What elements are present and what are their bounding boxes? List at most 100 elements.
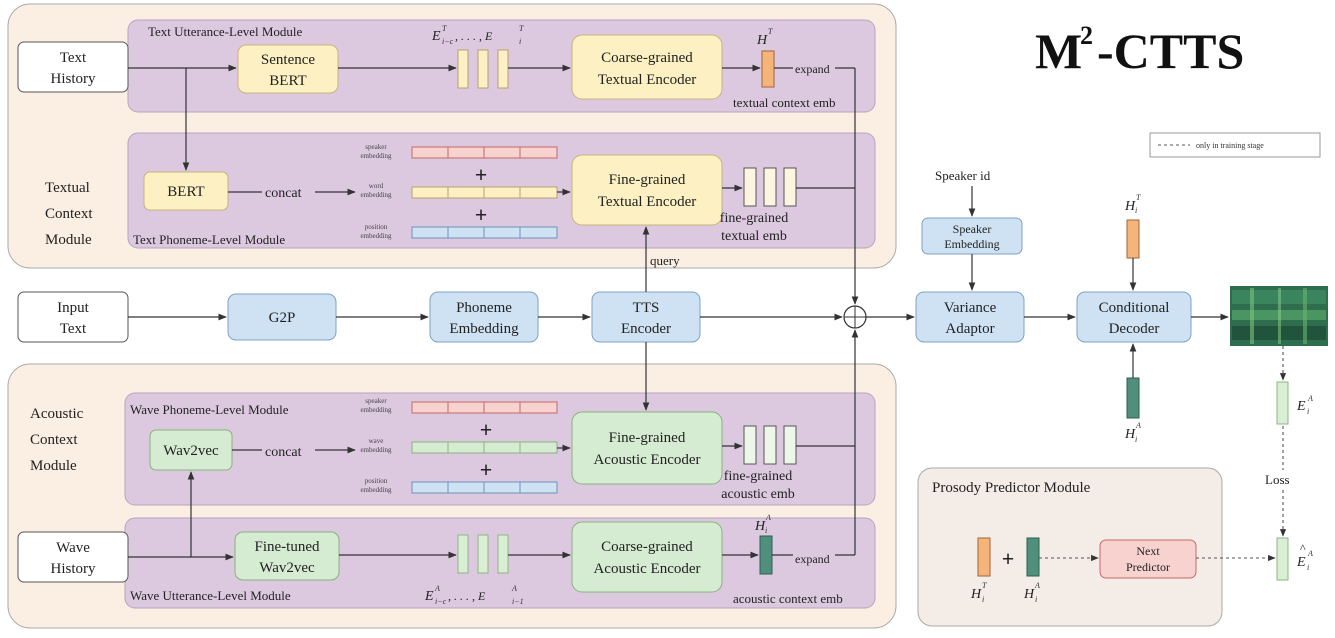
h-t-label: H T bbox=[756, 27, 773, 48]
text-word-embedding-bar bbox=[411, 186, 558, 199]
input-text-line2: Text bbox=[60, 321, 87, 337]
svg-text:E: E bbox=[431, 29, 441, 44]
wave-utterance-module-label: Wave Utterance-Level Module bbox=[130, 588, 291, 603]
svg-text:, . . . , E: , . . . , E bbox=[455, 29, 493, 43]
h-t-emb bbox=[761, 50, 775, 88]
svg-text:A: A bbox=[1307, 549, 1313, 558]
coarse-textual-encoder-line1: Coarse-grained bbox=[601, 50, 693, 66]
prosody-plus: + bbox=[1002, 546, 1015, 571]
svg-text:i−c: i−c bbox=[435, 597, 447, 606]
svg-text:T: T bbox=[768, 27, 773, 36]
prosody-h-a-emb bbox=[1026, 537, 1040, 577]
mel-spectrogram bbox=[1230, 286, 1328, 346]
e-a-target-label: E A i bbox=[1296, 394, 1313, 416]
sentence-bert-line2: BERT bbox=[269, 73, 306, 89]
svg-text:A: A bbox=[1034, 581, 1040, 590]
coarse-acoustic-encoder-box bbox=[571, 521, 723, 593]
acoustic-context-emb-label: acoustic context emb bbox=[733, 591, 843, 606]
acoustic-context-label-2: Context bbox=[30, 432, 78, 448]
textual-context-label-1: Textual bbox=[45, 180, 90, 196]
input-text-line1: Input bbox=[57, 300, 89, 316]
finetuned-wav2vec-line1: Fine-tuned bbox=[255, 539, 320, 555]
svg-text:A: A bbox=[765, 513, 771, 522]
loss-label: Loss bbox=[1265, 472, 1290, 487]
fine-acoustic-emb-label-1: fine-grained bbox=[724, 469, 792, 484]
speaker-embedding-line1: Speaker bbox=[953, 222, 992, 236]
bert-box bbox=[143, 171, 229, 211]
phoneme-embedding-line1: Phoneme bbox=[456, 300, 512, 316]
text-word-emb-label-1: word bbox=[369, 182, 384, 190]
svg-text:E: E bbox=[1296, 555, 1306, 570]
fine-acoustic-encoder-box bbox=[571, 411, 723, 485]
decoder-h-a-emb bbox=[1126, 377, 1140, 419]
wave-phoneme-module-label: Wave Phoneme-Level Module bbox=[130, 402, 289, 417]
decoder-h-t-label: H T i bbox=[1124, 193, 1141, 215]
text-plus-2: + bbox=[475, 202, 488, 227]
text-utterance-module-label: Text Utterance-Level Module bbox=[148, 24, 303, 39]
wave-position-embedding-bar bbox=[411, 481, 558, 494]
text-utterance-emb-seq bbox=[457, 49, 509, 89]
svg-text:H: H bbox=[754, 519, 766, 534]
svg-text:H: H bbox=[970, 587, 982, 602]
svg-text:i: i bbox=[1135, 435, 1137, 444]
wave-position-emb-label-1: position bbox=[365, 477, 388, 485]
text-word-emb-label-2: embedding bbox=[360, 191, 392, 199]
g2p-label: G2P bbox=[269, 310, 296, 326]
text-speaker-emb-label-2: embedding bbox=[360, 152, 392, 160]
wave-plus-1: + bbox=[480, 417, 493, 442]
fine-textual-emb-label-1: fine-grained bbox=[720, 211, 788, 226]
decoder-h-a-label: H A i bbox=[1124, 421, 1141, 444]
sum-node bbox=[843, 305, 867, 329]
wave-wave-embedding-bar bbox=[411, 441, 558, 454]
e-a-seq-label: E A i−c , . . . , E A i−1 bbox=[424, 584, 524, 606]
tts-encoder-line2: Encoder bbox=[621, 321, 671, 337]
svg-text:T: T bbox=[519, 24, 524, 33]
coarse-acoustic-encoder-line1: Coarse-grained bbox=[601, 539, 693, 555]
svg-text:i: i bbox=[765, 526, 767, 535]
svg-text:i−1: i−1 bbox=[512, 597, 524, 606]
svg-text:i−c: i−c bbox=[442, 37, 454, 46]
speaker-embedding-line2: Embedding bbox=[944, 237, 999, 251]
expand-text-label: expand bbox=[795, 62, 830, 76]
speaker-id-label: Speaker id bbox=[935, 168, 991, 183]
wave-history-line2: History bbox=[51, 561, 97, 577]
textual-context-label-3: Module bbox=[45, 232, 92, 248]
h-a-label: H A i bbox=[754, 513, 771, 535]
coarse-acoustic-encoder-line2: Acoustic Encoder bbox=[593, 561, 700, 577]
concat-wave-label: concat bbox=[265, 445, 302, 460]
svg-text:H: H bbox=[756, 33, 768, 48]
text-phoneme-module-label: Text Phoneme-Level Module bbox=[133, 232, 285, 247]
wave-plus-2: + bbox=[480, 457, 493, 482]
variance-adaptor-line1: Variance bbox=[944, 300, 997, 316]
svg-text:H: H bbox=[1023, 587, 1035, 602]
svg-text:i: i bbox=[1307, 563, 1309, 572]
fine-textual-encoder-line2: Textual Encoder bbox=[598, 194, 697, 210]
wave-wave-emb-label-1: wave bbox=[369, 437, 384, 445]
wave-history-line1: Wave bbox=[56, 540, 90, 556]
fine-acoustic-encoder-line1: Fine-grained bbox=[609, 430, 686, 446]
textual-context-emb-label: textual context emb bbox=[733, 95, 836, 110]
svg-text:i: i bbox=[1035, 595, 1037, 604]
prosody-predictor-label: Prosody Predictor Module bbox=[932, 480, 1091, 496]
text-history-line2: History bbox=[51, 71, 97, 87]
connectors bbox=[128, 64, 1287, 562]
e-a-predicted-label: E A i ^ bbox=[1296, 541, 1313, 572]
svg-text:E: E bbox=[424, 589, 434, 604]
fine-acoustic-encoder-line2: Acoustic Encoder bbox=[593, 452, 700, 468]
prosody-h-a-label: H A i bbox=[1023, 581, 1040, 604]
fine-textual-encoder-line1: Fine-grained bbox=[609, 172, 686, 188]
text-position-embedding-bar bbox=[411, 226, 558, 239]
conditional-decoder-line1: Conditional bbox=[1099, 300, 1170, 316]
expand-acoustic-label: expand bbox=[795, 552, 830, 566]
svg-text:, . . . , E: , . . . , E bbox=[448, 589, 486, 603]
text-position-emb-label-2: embedding bbox=[360, 232, 392, 240]
next-predictor-line1: Next bbox=[1136, 544, 1160, 558]
svg-text:E: E bbox=[1296, 399, 1306, 414]
concat-text-label: concat bbox=[265, 186, 302, 201]
svg-text:H: H bbox=[1124, 427, 1136, 442]
svg-text:i: i bbox=[982, 595, 984, 604]
svg-text:T: T bbox=[442, 24, 447, 33]
wave-wave-emb-label-2: embedding bbox=[360, 446, 392, 454]
